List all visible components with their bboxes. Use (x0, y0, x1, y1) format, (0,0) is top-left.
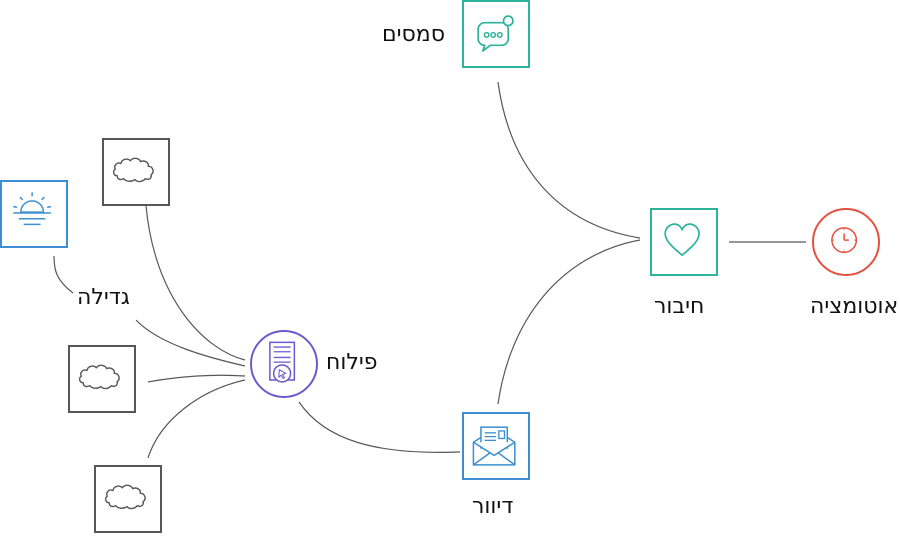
connector-sms-connection (497, 81, 641, 239)
envelope-icon (472, 426, 516, 466)
chat-bubble-icon (477, 15, 514, 52)
connector-growth-sun (53, 255, 74, 294)
heart-icon (664, 223, 700, 257)
mail-label: דיוור (472, 494, 514, 519)
connector-cloud3-sending (147, 379, 246, 459)
connector-cloud1-sending (145, 205, 246, 361)
source-node-1[interactable] (102, 138, 170, 206)
document-cursor-icon (269, 341, 296, 383)
connector-growth-sending (135, 319, 246, 367)
automation-label: אוטומציה (810, 294, 899, 319)
cloud-icon (78, 364, 120, 390)
source-node-2[interactable] (68, 345, 136, 413)
sending-label: פילוח (326, 350, 378, 375)
sms-label: סמסים (382, 22, 446, 47)
source-node-3[interactable] (94, 465, 162, 533)
growth-label: גדילה (74, 287, 133, 309)
connector-mail-connection (497, 239, 641, 405)
connector-cloud2-sending (147, 374, 246, 383)
sunrise-icon (13, 192, 52, 226)
cloud-icon (104, 484, 146, 510)
connection-node[interactable] (650, 208, 718, 276)
cloud-icon (112, 157, 154, 183)
sending-node[interactable] (250, 330, 318, 398)
connector-sending-mail (298, 401, 461, 453)
connection-label: חיבור (654, 294, 705, 319)
sms-node[interactable] (462, 0, 530, 68)
mail-node[interactable] (462, 412, 530, 480)
automation-node[interactable] (812, 208, 880, 276)
clock-icon (831, 227, 858, 254)
growth-node[interactable] (0, 180, 68, 248)
